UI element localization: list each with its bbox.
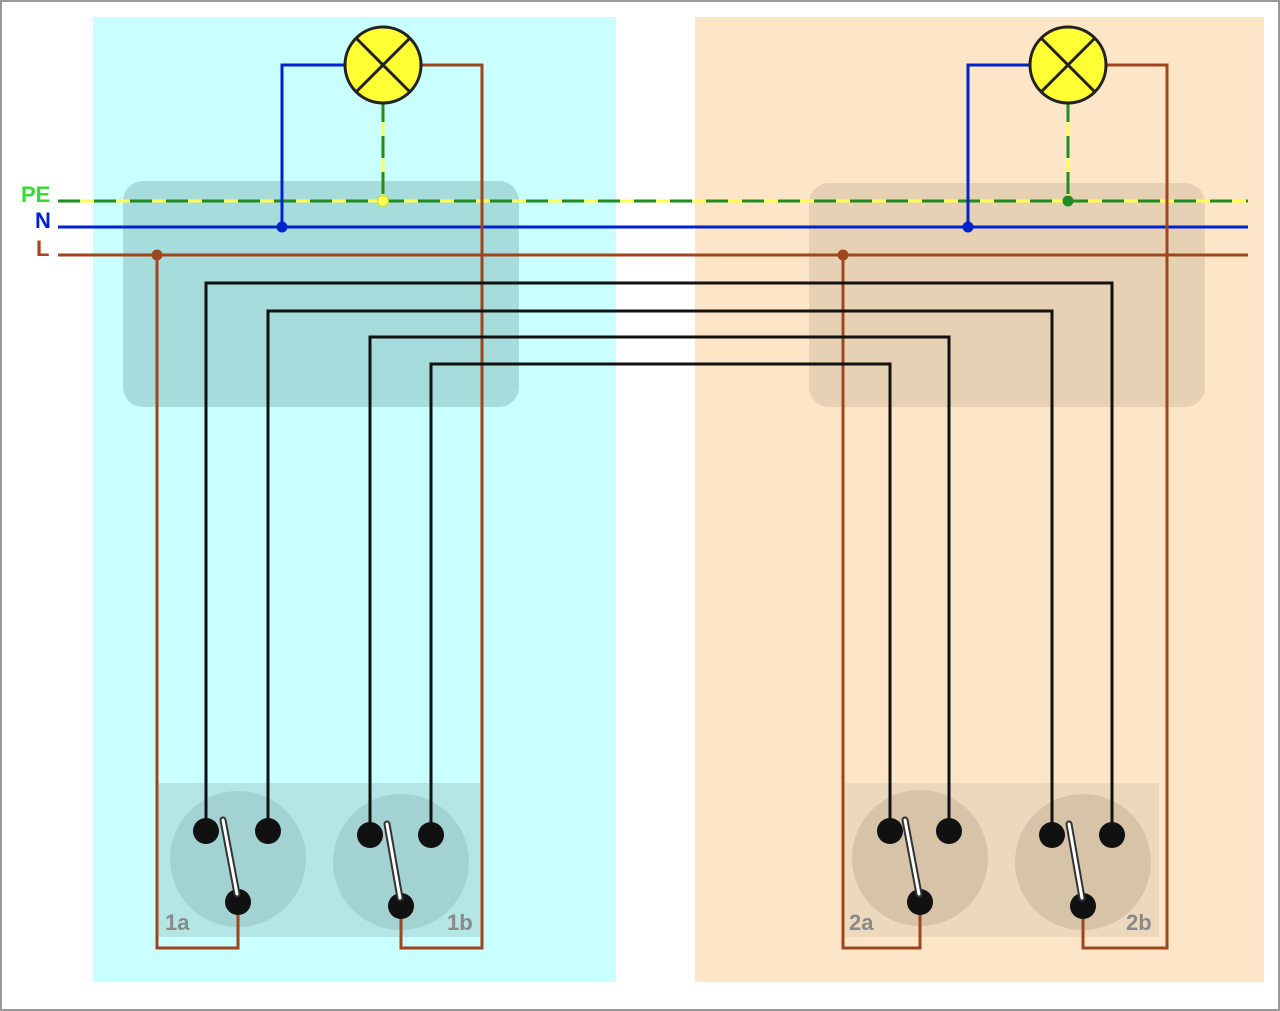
pe-junction-2	[1062, 195, 1074, 207]
switch-1b-label: 1b	[447, 910, 473, 935]
neutral-label: N	[35, 208, 51, 233]
neutral-junction-2	[962, 221, 974, 233]
pe-label: PE	[21, 182, 50, 207]
lamp-return-wires	[399, 63, 1169, 950]
switch-2a-icon	[877, 816, 962, 915]
switch-1a-label: 1a	[165, 910, 190, 935]
switch-2b-label: 2b	[1126, 910, 1152, 935]
pe-junction-1	[377, 195, 389, 207]
lamp-2-cross-icon	[1028, 25, 1108, 105]
neutral-bus	[58, 63, 1248, 229]
live-feed-wires	[155, 255, 922, 950]
junction-box-1	[123, 181, 519, 407]
switch-2b-icon	[1039, 820, 1125, 919]
switch-1a-icon	[193, 816, 281, 915]
live-junction-2	[837, 249, 849, 261]
switch-2a-label: 2a	[849, 910, 874, 935]
traveler-wires	[204, 281, 1114, 835]
switch-1b-icon	[357, 820, 444, 919]
neutral-junction-1	[276, 221, 288, 233]
pe-bus	[58, 100, 1248, 203]
live-label: L	[36, 236, 49, 261]
live-junction-1	[151, 249, 163, 261]
junction-box-2	[809, 183, 1205, 407]
lamp-1-cross-icon	[343, 25, 423, 105]
